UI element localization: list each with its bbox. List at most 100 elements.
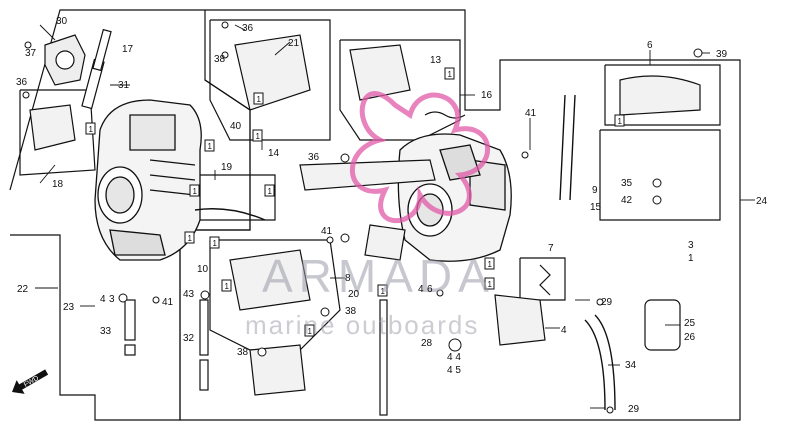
washer-41b (340, 233, 350, 243)
callout-7: 7 (548, 243, 554, 254)
rod-32 (199, 299, 209, 356)
cover-plate-30 (44, 34, 86, 86)
callout-41: 41 (525, 108, 537, 119)
rod-upper (92, 28, 112, 72)
hardware (22, 21, 703, 414)
callout-20: 20 (348, 289, 360, 300)
part-box-label: 1 (488, 280, 493, 289)
callout-23: 23 (63, 302, 75, 313)
callout-31: 31 (118, 80, 130, 91)
group-frame-center (179, 9, 741, 421)
callout-4: 4 (100, 294, 106, 305)
bracket-18 (29, 104, 76, 151)
hose-41 (559, 94, 566, 201)
hoses (194, 94, 616, 411)
watermark-subtitle: marine outboards (245, 310, 479, 340)
part-box-label: 1 (188, 234, 193, 243)
rod-cap-33 (124, 344, 136, 356)
carb-chamber-left (129, 114, 176, 151)
group-frame-21 (209, 19, 331, 141)
part-box-label: 1 (193, 187, 198, 196)
screw-41c (152, 296, 160, 304)
callout-3: 3 (109, 294, 115, 305)
callout-4: 4 (561, 325, 567, 336)
part-boxes: 1 1 1 1 1 1 1 1 1 1 1 1 1 1 1 (85, 67, 625, 337)
callout-29: 29 (601, 297, 613, 308)
callout-9: 9 (592, 185, 598, 196)
callout-labels: 30 37 36 31 17 18 22 23 4 3 33 41 36 38 … (16, 16, 768, 415)
screw-36b (221, 21, 229, 29)
spring-7 (539, 264, 551, 296)
hose-34 (584, 319, 606, 411)
part-box-label: 1 (448, 70, 453, 79)
callout-36: 36 (16, 77, 28, 88)
cover-6 (619, 75, 701, 116)
callout-44: 4 4 (447, 352, 461, 363)
bracket-21 (234, 34, 311, 111)
bracket-8 (229, 249, 311, 311)
callout-45: 4 5 (447, 365, 461, 376)
part-box-label: 1 (213, 239, 218, 248)
callout-37: 37 (25, 48, 37, 59)
group-frame-18 (19, 89, 96, 176)
callout-42: 42 (621, 195, 633, 206)
screw-38b (257, 347, 267, 357)
group-frame-7 (519, 257, 566, 301)
screw-38a (221, 51, 229, 59)
callout-10: 10 (197, 264, 209, 275)
link-rod (299, 159, 436, 191)
callout-14: 14 (268, 148, 280, 159)
part-box-label: 1 (225, 282, 230, 291)
callout-35: 35 (621, 178, 633, 189)
screw-41b (326, 236, 334, 244)
hose-34b (594, 314, 616, 411)
fwd-arrow-icon: FWD (12, 369, 49, 394)
callout-6: 6 (427, 284, 433, 295)
callout-39: 39 (716, 49, 728, 60)
callout-24: 24 (756, 196, 768, 207)
callout-38: 38 (214, 54, 226, 65)
part-box-label: 1 (89, 125, 94, 134)
screw-37 (24, 41, 32, 49)
watermark: ARMADA marine outboards (245, 91, 490, 340)
group-frame-6 (604, 64, 721, 126)
callout-30: 30 (56, 16, 68, 27)
part-box-label: 1 (308, 327, 313, 336)
callout-36: 36 (308, 152, 320, 163)
callout-33: 33 (100, 326, 112, 337)
callout-6: 6 (647, 40, 653, 51)
washer-4b (436, 289, 444, 297)
screw-35 (652, 178, 662, 188)
callout-21: 21 (288, 38, 300, 49)
part-4 (494, 294, 546, 346)
rod-33 (124, 299, 136, 341)
carburetor-left (94, 99, 202, 261)
callout-38: 38 (237, 347, 249, 358)
needle-rod (379, 299, 388, 416)
rod-32b (199, 359, 209, 391)
throttle-arm (364, 224, 406, 261)
part-box-label: 1 (618, 117, 623, 126)
callout-13: 13 (430, 55, 442, 66)
carb-bore-inner-left (105, 176, 135, 214)
callout-40: 40 (230, 121, 242, 132)
carburetor-right (397, 133, 512, 262)
fwd-label: FWD (23, 375, 40, 389)
callout-16: 16 (481, 90, 493, 101)
screw-36c (340, 153, 350, 163)
washer-4a (118, 293, 128, 303)
screw-41a (521, 151, 529, 159)
callout-26: 26 (684, 332, 696, 343)
carb-ribs-left (149, 159, 196, 196)
watermark-logo-icon (350, 91, 490, 224)
linkages (29, 34, 701, 396)
cover-plate-hole (55, 50, 75, 70)
rods-and-springs (81, 28, 681, 416)
screw-38c (320, 307, 330, 317)
callout-34: 34 (625, 360, 637, 371)
part-box-label: 1 (268, 187, 273, 196)
callout-29: 29 (628, 404, 640, 415)
part-box-label: 1 (208, 142, 213, 151)
